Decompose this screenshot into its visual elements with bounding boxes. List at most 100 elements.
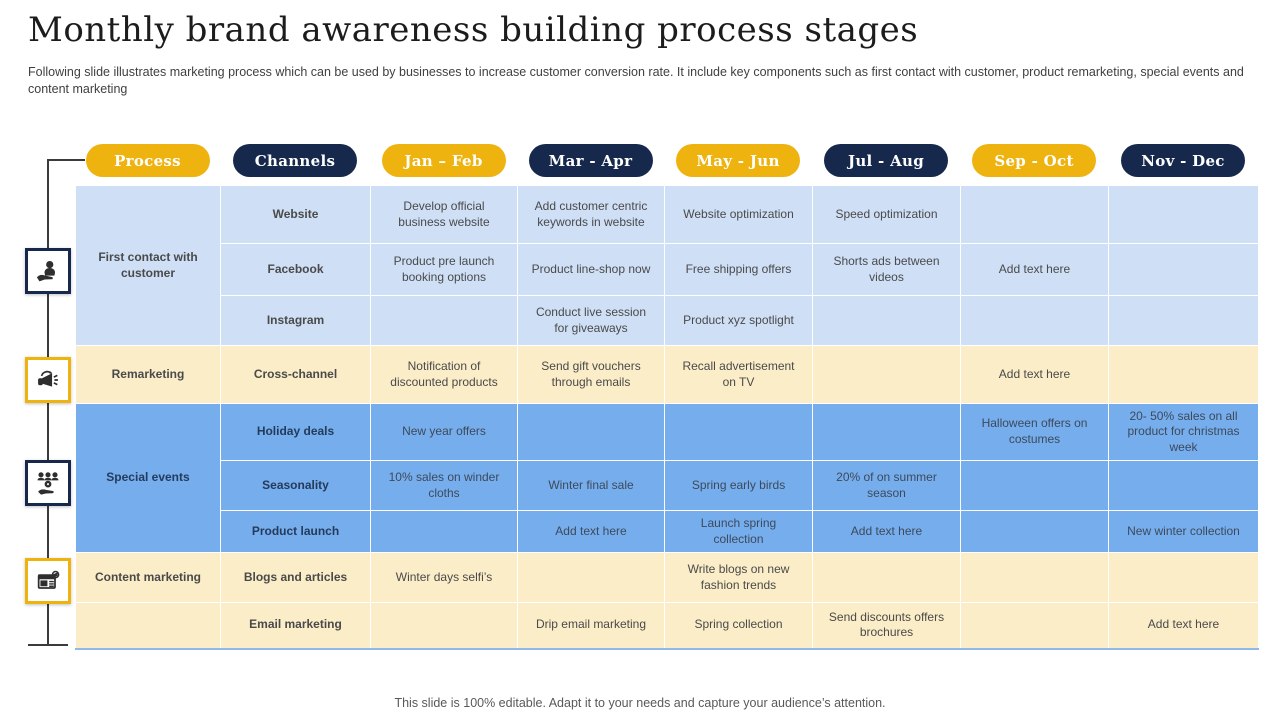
cell-email-jan-feb [370,602,518,649]
team-management-glyph [37,472,59,495]
cell-website-jan-feb: Develop official business website [370,185,518,244]
cell-holiday-may-jun [664,403,813,461]
cell-holiday-mar-apr [517,403,665,461]
channel-blogs-articles: Blogs and articles [220,552,371,603]
cell-facebook-nov-dec [1108,243,1259,296]
process-group-content-marketing: Content marketing [75,552,221,603]
cell-crosschannel-jan-feb: Notification of discounted products [370,345,518,404]
cell-facebook-may-jun: Free shipping offers [664,243,813,296]
cell-seasonality-nov-dec [1108,460,1259,511]
table-row: First contact with customer Website Deve… [75,185,1259,346]
cell-email-may-jun: Spring collection [664,602,813,649]
table-row: Seasonality 10% sales on winder cloths W… [76,460,1259,511]
cell-launch-mar-apr: Add text here [517,510,665,553]
cell-seasonality-sep-oct [960,460,1109,511]
header-pill-process: Process [85,144,210,177]
cell-email-mar-apr: Drip email marketing [517,602,665,649]
cell-crosschannel-sep-oct: Add text here [960,345,1109,404]
channel-email-marketing: Email marketing [220,602,371,649]
cell-holiday-sep-oct: Halloween offers on costumes [960,403,1109,461]
cell-blogs-may-jun: Write blogs on new fashion trends [664,552,813,603]
cell-launch-nov-dec: New winter collection [1108,510,1259,553]
cell-crosschannel-may-jun: Recall advertisement on TV [664,345,813,404]
table-row: Special events Holiday deals New year of… [75,403,1259,553]
cell-email-jul-aug: Send discounts offers brochures [812,602,961,649]
process-group-first-contact: First contact with customer [75,185,221,346]
cell-launch-sep-oct [960,510,1109,553]
channel-website: Website [220,185,371,244]
page-title: Monthly brand awareness building process… [28,10,919,50]
channel-product-launch: Product launch [220,510,371,553]
page-subtitle: Following slide illustrates marketing pr… [28,65,1244,96]
cell-instagram-nov-dec [1108,295,1259,346]
cell-launch-jan-feb [370,510,518,553]
channel-facebook: Facebook [220,243,371,296]
cell-seasonality-jul-aug: 20% of on summer season [812,460,961,511]
cell-facebook-jul-aug: Shorts ads between videos [812,243,961,296]
cell-holiday-jan-feb: New year offers [370,403,518,461]
rail-terminator-bottom [28,644,68,646]
cell-facebook-jan-feb: Product pre launch booking options [370,243,518,296]
content-marketing-glyph [37,570,60,589]
rail-connector-top [47,159,85,161]
table-row: Product launch Add text here Launch spri… [76,510,1259,553]
header-pill-sep-oct: Sep - Oct [972,144,1096,177]
cell-instagram-mar-apr: Conduct live session for giveaways [517,295,665,346]
cell-blogs-mar-apr [517,552,665,603]
cell-crosschannel-nov-dec [1108,345,1259,404]
cell-blogs-jan-feb: Winter days selfi’s [370,552,518,603]
cell-facebook-sep-oct: Add text here [960,243,1109,296]
cell-launch-jul-aug: Add text here [812,510,961,553]
table-row: Email marketing Drip email marketing Spr… [75,602,1259,649]
cell-website-mar-apr: Add customer centric keywords in website [517,185,665,244]
cell-instagram-sep-oct [960,295,1109,346]
cell-website-sep-oct [960,185,1109,244]
channel-seasonality: Seasonality [220,460,371,511]
cell-holiday-jul-aug [812,403,961,461]
header-pill-jul-aug: Jul - Aug [824,144,948,177]
cell-seasonality-may-jun: Spring early birds [664,460,813,511]
cell-instagram-jan-feb [370,295,518,346]
channel-cross-channel: Cross-channel [220,345,371,404]
table-row: Facebook Product pre launch booking opti… [76,243,1259,296]
customer-in-hand-glyph [36,260,56,282]
cell-email-sep-oct [960,602,1109,649]
header-pill-nov-dec: Nov - Dec [1121,144,1245,177]
channel-instagram: Instagram [220,295,371,346]
process-group-special-events: Special events [75,403,221,553]
customer-in-hand-icon [25,248,71,294]
cell-launch-may-jun: Launch spring collection [664,510,813,553]
cell-facebook-mar-apr: Product line-shop now [517,243,665,296]
table-row: Content marketing Blogs and articles Win… [75,552,1259,603]
process-matrix: First contact with customer Website Deve… [75,185,1259,650]
content-marketing-icon [25,558,71,604]
header-pill-may-jun: May - Jun [676,144,800,177]
cell-blogs-nov-dec [1108,552,1259,603]
timeline-header: Process Channels Jan – Feb Mar - Apr May… [75,144,1258,177]
cell-seasonality-jan-feb: 10% sales on winder cloths [370,460,518,511]
cell-website-may-jun: Website optimization [664,185,813,244]
cell-blogs-sep-oct [960,552,1109,603]
cell-website-nov-dec [1108,185,1259,244]
cell-holiday-nov-dec: 20- 50% sales on all product for christm… [1108,403,1259,461]
team-management-icon [25,460,71,506]
cell-crosschannel-mar-apr: Send gift vouchers through emails [517,345,665,404]
channel-holiday-deals: Holiday deals [220,403,371,461]
cell-seasonality-mar-apr: Winter final sale [517,460,665,511]
table-row: Instagram Conduct live session for givea… [76,295,1259,346]
header-pill-channels: Channels [233,144,357,177]
process-group-remarketing: Remarketing [75,345,221,404]
cell-instagram-jul-aug [812,295,961,346]
cell-crosschannel-jul-aug [812,345,961,404]
header-pill-mar-apr: Mar - Apr [528,144,653,177]
cell-blogs-jul-aug [812,552,961,603]
cell-email-nov-dec: Add text here [1108,602,1259,649]
process-group-empty [75,602,221,649]
megaphone-glyph [38,370,58,387]
megaphone-icon [25,357,71,403]
cell-website-jul-aug: Speed optimization [812,185,961,244]
editable-note: This slide is 100% editable. Adapt it to… [394,696,886,710]
cell-instagram-may-jun: Product xyz spotlight [664,295,813,346]
header-pill-jan-feb: Jan – Feb [381,144,506,177]
